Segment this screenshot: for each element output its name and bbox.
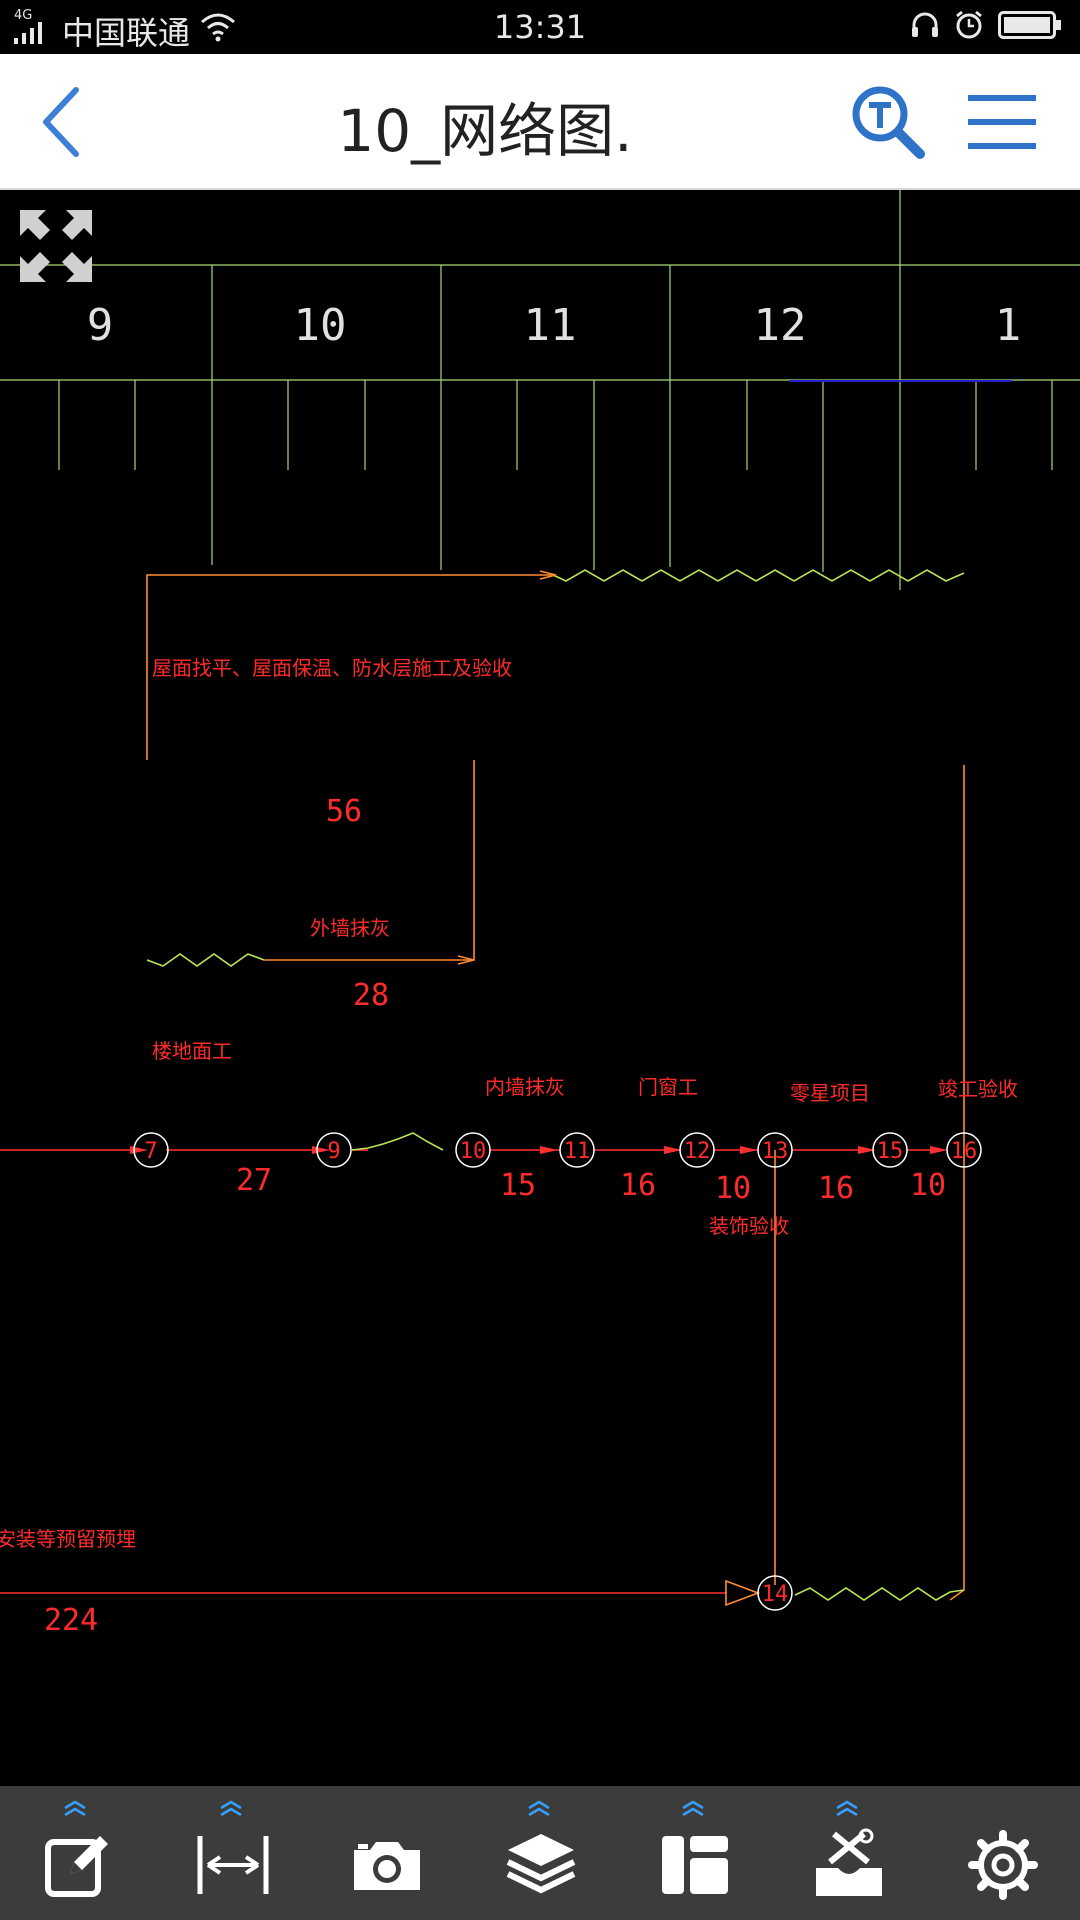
node-label: 13: [762, 1139, 789, 1164]
toolbox-icon: [816, 1828, 882, 1896]
duration-label: 27: [236, 1163, 272, 1198]
duration-label: 10: [715, 1171, 751, 1206]
duration-label: 224: [44, 1603, 98, 1638]
alarm-icon: [956, 10, 982, 39]
network-node[interactable]: [946, 1132, 982, 1168]
column-number: 11: [524, 300, 577, 351]
layers-tool-button[interactable]: [486, 1800, 596, 1910]
layout-tool-button[interactable]: [640, 1800, 750, 1910]
duration-label: 56: [326, 794, 362, 829]
chevron-up-icon: [220, 1800, 242, 1816]
drawing-canvas[interactable]: 9 10 11 12 1: [0, 190, 1080, 1786]
task-label-exterior-plaster: 外墙抹灰: [310, 916, 390, 940]
camera-icon: [354, 1842, 420, 1890]
network-node[interactable]: [757, 1575, 793, 1611]
network-node[interactable]: [872, 1132, 908, 1168]
node-labels: 7 9 10 11 12 13 14 15 16: [144, 1139, 977, 1607]
duration-labels: 56 28 27 15 16 10 16 10 224: [44, 794, 946, 1638]
node-label: 9: [327, 1139, 340, 1164]
status-bar: 4G 中国联通 13:31: [0, 0, 1080, 54]
duration-label: 16: [620, 1168, 656, 1203]
network-node[interactable]: [559, 1132, 595, 1168]
column-number-labels: 9 10 11 12 1: [87, 300, 1022, 351]
edit-icon: [45, 1836, 108, 1897]
task-label-roof: 屋面找平、屋面保温、防水层施工及验收: [152, 656, 512, 680]
task-label-decoration-acceptance: 装饰验收: [709, 1214, 789, 1238]
task-label-floor: 楼地面工: [152, 1039, 232, 1063]
network-node[interactable]: [455, 1132, 491, 1168]
duration-label: 10: [910, 1168, 946, 1203]
carrier-name: 中国联通: [62, 14, 191, 52]
headset-icon: [912, 12, 938, 37]
node-label: 14: [762, 1582, 789, 1607]
camera-tool-button[interactable]: [332, 1800, 442, 1910]
node-label: 16: [951, 1139, 978, 1164]
network-node[interactable]: [133, 1132, 169, 1168]
wifi-icon: [201, 13, 235, 42]
measure-tool-button[interactable]: [178, 1800, 288, 1910]
free-float-waves: [146, 569, 965, 1601]
chevron-up-icon: [64, 1800, 86, 1816]
clock: 13:31: [493, 8, 587, 46]
tools-button[interactable]: [794, 1800, 904, 1910]
measure-icon: [197, 1836, 269, 1894]
task-label-completion: 竣工验收: [938, 1077, 1018, 1101]
app-header: 10_网络图.: [0, 54, 1080, 190]
network-type: 4G: [14, 8, 33, 23]
network-nodes: [133, 1132, 982, 1611]
bottom-toolbar: [0, 1786, 1080, 1920]
signal-icon: [14, 22, 42, 44]
network-node[interactable]: [757, 1132, 793, 1168]
main-path: [0, 1149, 944, 1594]
task-label-interior-plaster: 内墙抹灰: [485, 1075, 565, 1099]
grid-lines: [0, 190, 1080, 590]
network-node[interactable]: [316, 1132, 352, 1168]
layout-icon: [662, 1836, 728, 1894]
text-search-icon[interactable]: [850, 84, 926, 160]
battery-icon: [998, 11, 1061, 39]
node-label: 7: [144, 1139, 157, 1164]
menu-icon[interactable]: [962, 84, 1042, 160]
layers-icon: [506, 1834, 576, 1894]
node-label: 11: [564, 1139, 591, 1164]
task-labels: 屋面找平、屋面保温、防水层施工及验收 外墙抹灰 楼地面工 内墙抹灰 门窗工 零星…: [0, 656, 1018, 1551]
back-arrow-icon[interactable]: [36, 84, 96, 160]
task-label-misc: 零星项目: [790, 1081, 870, 1105]
duration-label: 28: [353, 978, 389, 1013]
chevron-up-icon: [528, 1800, 550, 1816]
chevron-up-icon: [682, 1800, 704, 1816]
duration-label: 15: [500, 1168, 536, 1203]
node-label: 12: [684, 1139, 711, 1164]
column-number: 1: [995, 300, 1022, 351]
page-title: 10_网络图.: [337, 97, 633, 165]
settings-button[interactable]: [948, 1800, 1058, 1910]
task-label-embedded: 安装等预留预埋: [0, 1527, 136, 1551]
gear-icon: [968, 1830, 1038, 1900]
edit-tool-button[interactable]: [22, 1800, 132, 1910]
task-label-doors-windows: 门窗工: [638, 1075, 698, 1099]
network-node[interactable]: [679, 1132, 715, 1168]
column-number: 9: [87, 300, 114, 351]
node-label: 15: [877, 1139, 904, 1164]
chevron-up-icon: [836, 1800, 858, 1816]
duration-label: 16: [818, 1171, 854, 1206]
column-number: 12: [754, 300, 807, 351]
fullscreen-icon[interactable]: [14, 204, 98, 288]
node-label: 10: [460, 1139, 487, 1164]
column-number: 10: [294, 300, 347, 351]
